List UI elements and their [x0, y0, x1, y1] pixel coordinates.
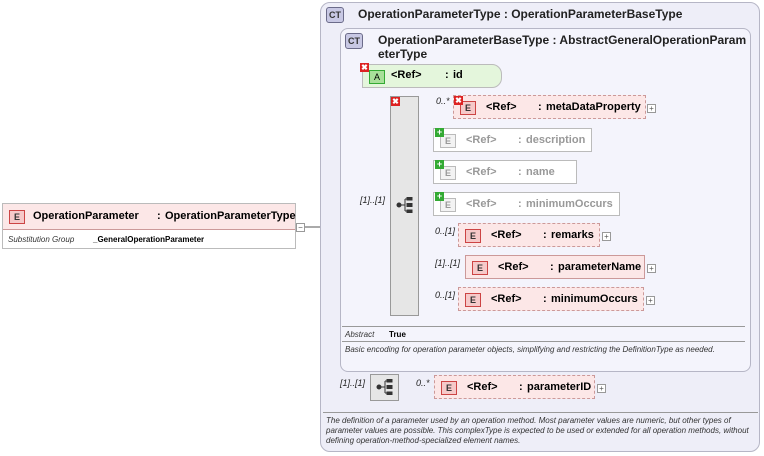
element-icon: E	[472, 261, 488, 275]
inner-type-name: OperationParameterBaseType	[378, 33, 550, 47]
element-sep: :	[518, 134, 522, 146]
element-multiplicity: 0..[1]	[435, 226, 456, 236]
element-multiplicity: 0..*	[436, 96, 450, 106]
element-name: remarks	[551, 229, 594, 241]
outer-type-base: OperationParameterBaseType	[511, 7, 683, 21]
element-icon: E	[460, 101, 476, 115]
element-icon: E	[440, 166, 456, 180]
complex-type-icon: CT	[326, 7, 344, 23]
element-icon: E	[465, 293, 481, 307]
element-minimumoccurs[interactable]: E <Ref> : minimumOccurs	[458, 287, 644, 311]
outer-type-name: OperationParameterType	[358, 7, 501, 21]
element-multiplicity: 0..[1]	[435, 290, 456, 300]
abstract-label: Abstract	[345, 330, 375, 339]
element-name: description	[526, 134, 586, 146]
added-marker-icon: +	[435, 159, 444, 169]
element-sep: :	[538, 101, 542, 113]
root-element-sep: :	[157, 210, 161, 222]
inner-type-title: OperationParameterBaseType : AbstractGen…	[378, 33, 748, 61]
removed-marker-icon: ✖	[391, 97, 400, 106]
complex-type-icon: CT	[345, 33, 363, 49]
sequence-icon	[396, 197, 413, 213]
element-parametername[interactable]: E <Ref> : parameterName	[465, 255, 645, 279]
element-icon: E	[9, 210, 25, 224]
root-element[interactable]: E OperationParameter : OperationParamete…	[2, 203, 296, 249]
element-icon: E	[441, 381, 457, 395]
element-ref: <Ref>	[467, 381, 498, 393]
element-name: minimumOccurs	[551, 293, 638, 305]
element-multiplicity: 0..*	[416, 378, 430, 388]
substitution-group-value: _GeneralOperationParameter	[93, 235, 205, 244]
inner-type-divider	[342, 326, 745, 327]
element-sep: :	[543, 229, 547, 241]
element-sep: :	[550, 261, 554, 273]
sequence-multiplicity: [1]..[1]	[360, 195, 386, 205]
outer-type-divider	[323, 412, 758, 413]
element-description[interactable]: E <Ref> : description	[433, 128, 592, 152]
expand-toggle[interactable]: +	[646, 296, 655, 305]
element-name-deprecated[interactable]: E <Ref> : name	[433, 160, 577, 184]
substitution-group-label: Substitution Group	[8, 235, 75, 244]
removed-marker-icon: ✖	[360, 63, 369, 72]
element-metadataproperty[interactable]: E <Ref> : metaDataProperty	[453, 95, 646, 119]
element-ref: <Ref>	[486, 101, 517, 113]
extension-sequence-compositor[interactable]	[370, 374, 399, 401]
element-multiplicity: [1]..[1]	[435, 258, 461, 268]
inner-type-divider	[342, 341, 745, 342]
element-name: metaDataProperty	[546, 101, 641, 113]
element-ref: <Ref>	[498, 261, 529, 273]
sequence-compositor[interactable]	[390, 96, 419, 316]
element-sep: :	[518, 198, 522, 210]
element-icon: E	[465, 229, 481, 243]
collapse-toggle[interactable]: −	[296, 223, 305, 232]
sequence-multiplicity: [1]..[1]	[340, 378, 366, 388]
element-name: parameterID	[527, 381, 592, 393]
element-ref: <Ref>	[466, 198, 497, 210]
attribute-ref: <Ref>	[391, 69, 422, 81]
outer-type-title: OperationParameterType : OperationParame…	[358, 7, 682, 21]
inner-type-sep: :	[552, 33, 557, 47]
removed-marker-icon: ✖	[454, 96, 463, 105]
inner-type-documentation: Basic encoding for operation parameter o…	[345, 345, 715, 354]
expand-toggle[interactable]: +	[647, 264, 656, 273]
element-ref: <Ref>	[466, 166, 497, 178]
inner-type-base: AbstractGeneralOperationParameterType	[378, 33, 747, 61]
attribute-name: id	[453, 69, 463, 81]
element-remarks[interactable]: E <Ref> : remarks	[458, 223, 600, 247]
expand-toggle[interactable]: +	[602, 232, 611, 241]
element-sep: :	[518, 166, 522, 178]
abstract-value: True	[389, 330, 406, 339]
root-element-name: OperationParameter	[33, 210, 139, 222]
expand-toggle[interactable]: +	[597, 384, 606, 393]
element-minimumoccurs-deprecated[interactable]: E <Ref> : minimumOccurs	[433, 192, 620, 216]
element-ref: <Ref>	[491, 229, 522, 241]
element-icon: E	[440, 134, 456, 148]
sequence-icon	[376, 379, 393, 395]
root-element-header[interactable]: E OperationParameter : OperationParamete…	[3, 204, 296, 230]
root-element-type: OperationParameterType	[165, 210, 296, 222]
element-sep: :	[543, 293, 547, 305]
element-ref: <Ref>	[491, 293, 522, 305]
outer-type-sep: :	[503, 7, 508, 21]
attribute-icon: A	[369, 70, 385, 84]
attribute-id[interactable]: A <Ref> : id	[362, 64, 502, 88]
element-icon: E	[440, 198, 456, 212]
element-name: parameterName	[558, 261, 642, 273]
element-parameterid[interactable]: E <Ref> : parameterID	[434, 375, 595, 399]
expand-toggle[interactable]: +	[647, 104, 656, 113]
added-marker-icon: +	[435, 191, 444, 201]
element-ref: <Ref>	[466, 134, 497, 146]
element-sep: :	[519, 381, 523, 393]
element-name: minimumOccurs	[526, 198, 613, 210]
attribute-sep: :	[445, 69, 449, 81]
added-marker-icon: +	[435, 127, 444, 137]
element-name: name	[526, 166, 555, 178]
outer-type-documentation: The definition of a parameter used by an…	[326, 416, 749, 445]
